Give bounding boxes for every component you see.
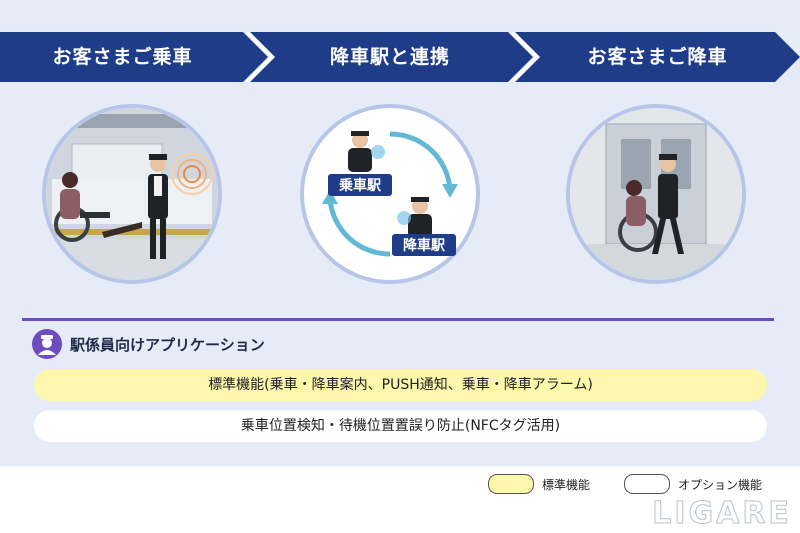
option-feature-bar: 乗車位置検知・待機位置置誤り防止(NFCタグ活用)	[34, 410, 767, 442]
step-chevrons	[0, 32, 800, 82]
legend-standard: 標準機能	[488, 474, 590, 494]
step-3-label: お客さまご降車	[587, 46, 728, 68]
legend-standard-label: 標準機能	[542, 477, 591, 492]
option-swatch	[624, 474, 670, 494]
step-divider-1	[245, 32, 275, 82]
step-1-label: お客さまご乗車	[52, 46, 193, 68]
step-2-label: 降車駅と連携	[329, 46, 450, 68]
standard-feature-bar: 標準機能(乗車・降車案内、PUSH通知、乗車・降車アラーム)	[34, 369, 767, 401]
standard-swatch	[488, 474, 534, 494]
step-2-chevron	[250, 32, 533, 82]
ligare-watermark: LIGARE	[652, 496, 792, 532]
legend-option-label: オプション機能	[678, 477, 763, 492]
section-divider	[22, 318, 774, 321]
boarding-station-label: 乗車駅	[338, 177, 382, 194]
step-1-chevron	[0, 32, 268, 82]
step-divider-2	[510, 32, 540, 82]
step-3-chevron	[515, 32, 800, 82]
legend-option: オプション機能	[624, 474, 762, 494]
app-title: 駅係員向けアプリケーション	[70, 335, 265, 354]
station-staff-icon	[32, 329, 62, 359]
station-coordination-illustration: 乗車駅 降車駅	[300, 104, 480, 284]
alighting-scene-illustration	[566, 104, 746, 284]
boarding-scene-illustration	[42, 104, 222, 284]
alighting-station-label: 降車駅	[403, 237, 446, 254]
app-title-row: 駅係員向けアプリケーション	[32, 328, 265, 360]
